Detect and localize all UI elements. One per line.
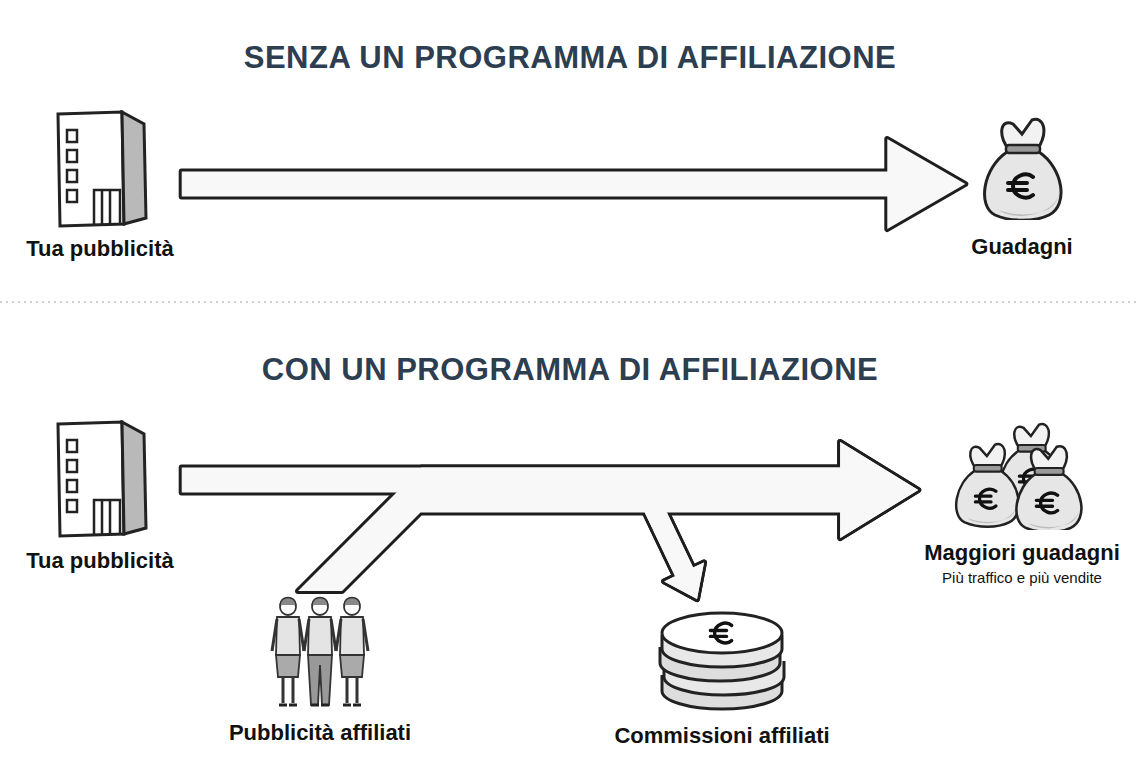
node-label: Tua pubblicità (26, 548, 173, 573)
block-arrow-fill (298, 442, 918, 591)
icon-node: Maggiori guadagniPiù traffico e più vend… (924, 420, 1120, 587)
building-illustration (52, 420, 148, 538)
node-label: Pubblicità affiliati (229, 720, 411, 745)
node-label: Maggiori guadagni (924, 540, 1120, 565)
block-arrow-fill (643, 500, 704, 599)
node-label: Commissioni affiliati (614, 723, 829, 748)
dotted-separator (0, 301, 1140, 303)
icon-node: Guadagni (971, 112, 1072, 259)
people-illustration (270, 595, 370, 710)
block-arrow-fill (643, 500, 704, 599)
building-illustration (52, 110, 148, 228)
bag-illustration (977, 112, 1067, 220)
block-arrow (182, 139, 966, 229)
icon-node: Tua pubblicità (26, 420, 173, 573)
icon-node: Commissioni affiliati (614, 605, 829, 748)
icon-node: Tua pubblicità (26, 110, 173, 261)
node-label: Guadagni (971, 234, 1072, 259)
icon-node: Pubblicità affiliati (229, 595, 411, 745)
node-subtitle: Più traffico e più vendite (942, 569, 1102, 586)
section-heading: SENZA UN PROGRAMMA DI AFFILIAZIONE (0, 40, 1140, 76)
block-arrow (298, 442, 918, 591)
block-arrow-fill (182, 139, 966, 229)
section-heading: CON UN PROGRAMMA DI AFFILIAZIONE (0, 352, 1140, 388)
coins-illustration (654, 605, 790, 711)
block-arrow (643, 500, 704, 599)
node-label: Tua pubblicità (26, 236, 173, 261)
bags-illustration (950, 420, 1095, 530)
